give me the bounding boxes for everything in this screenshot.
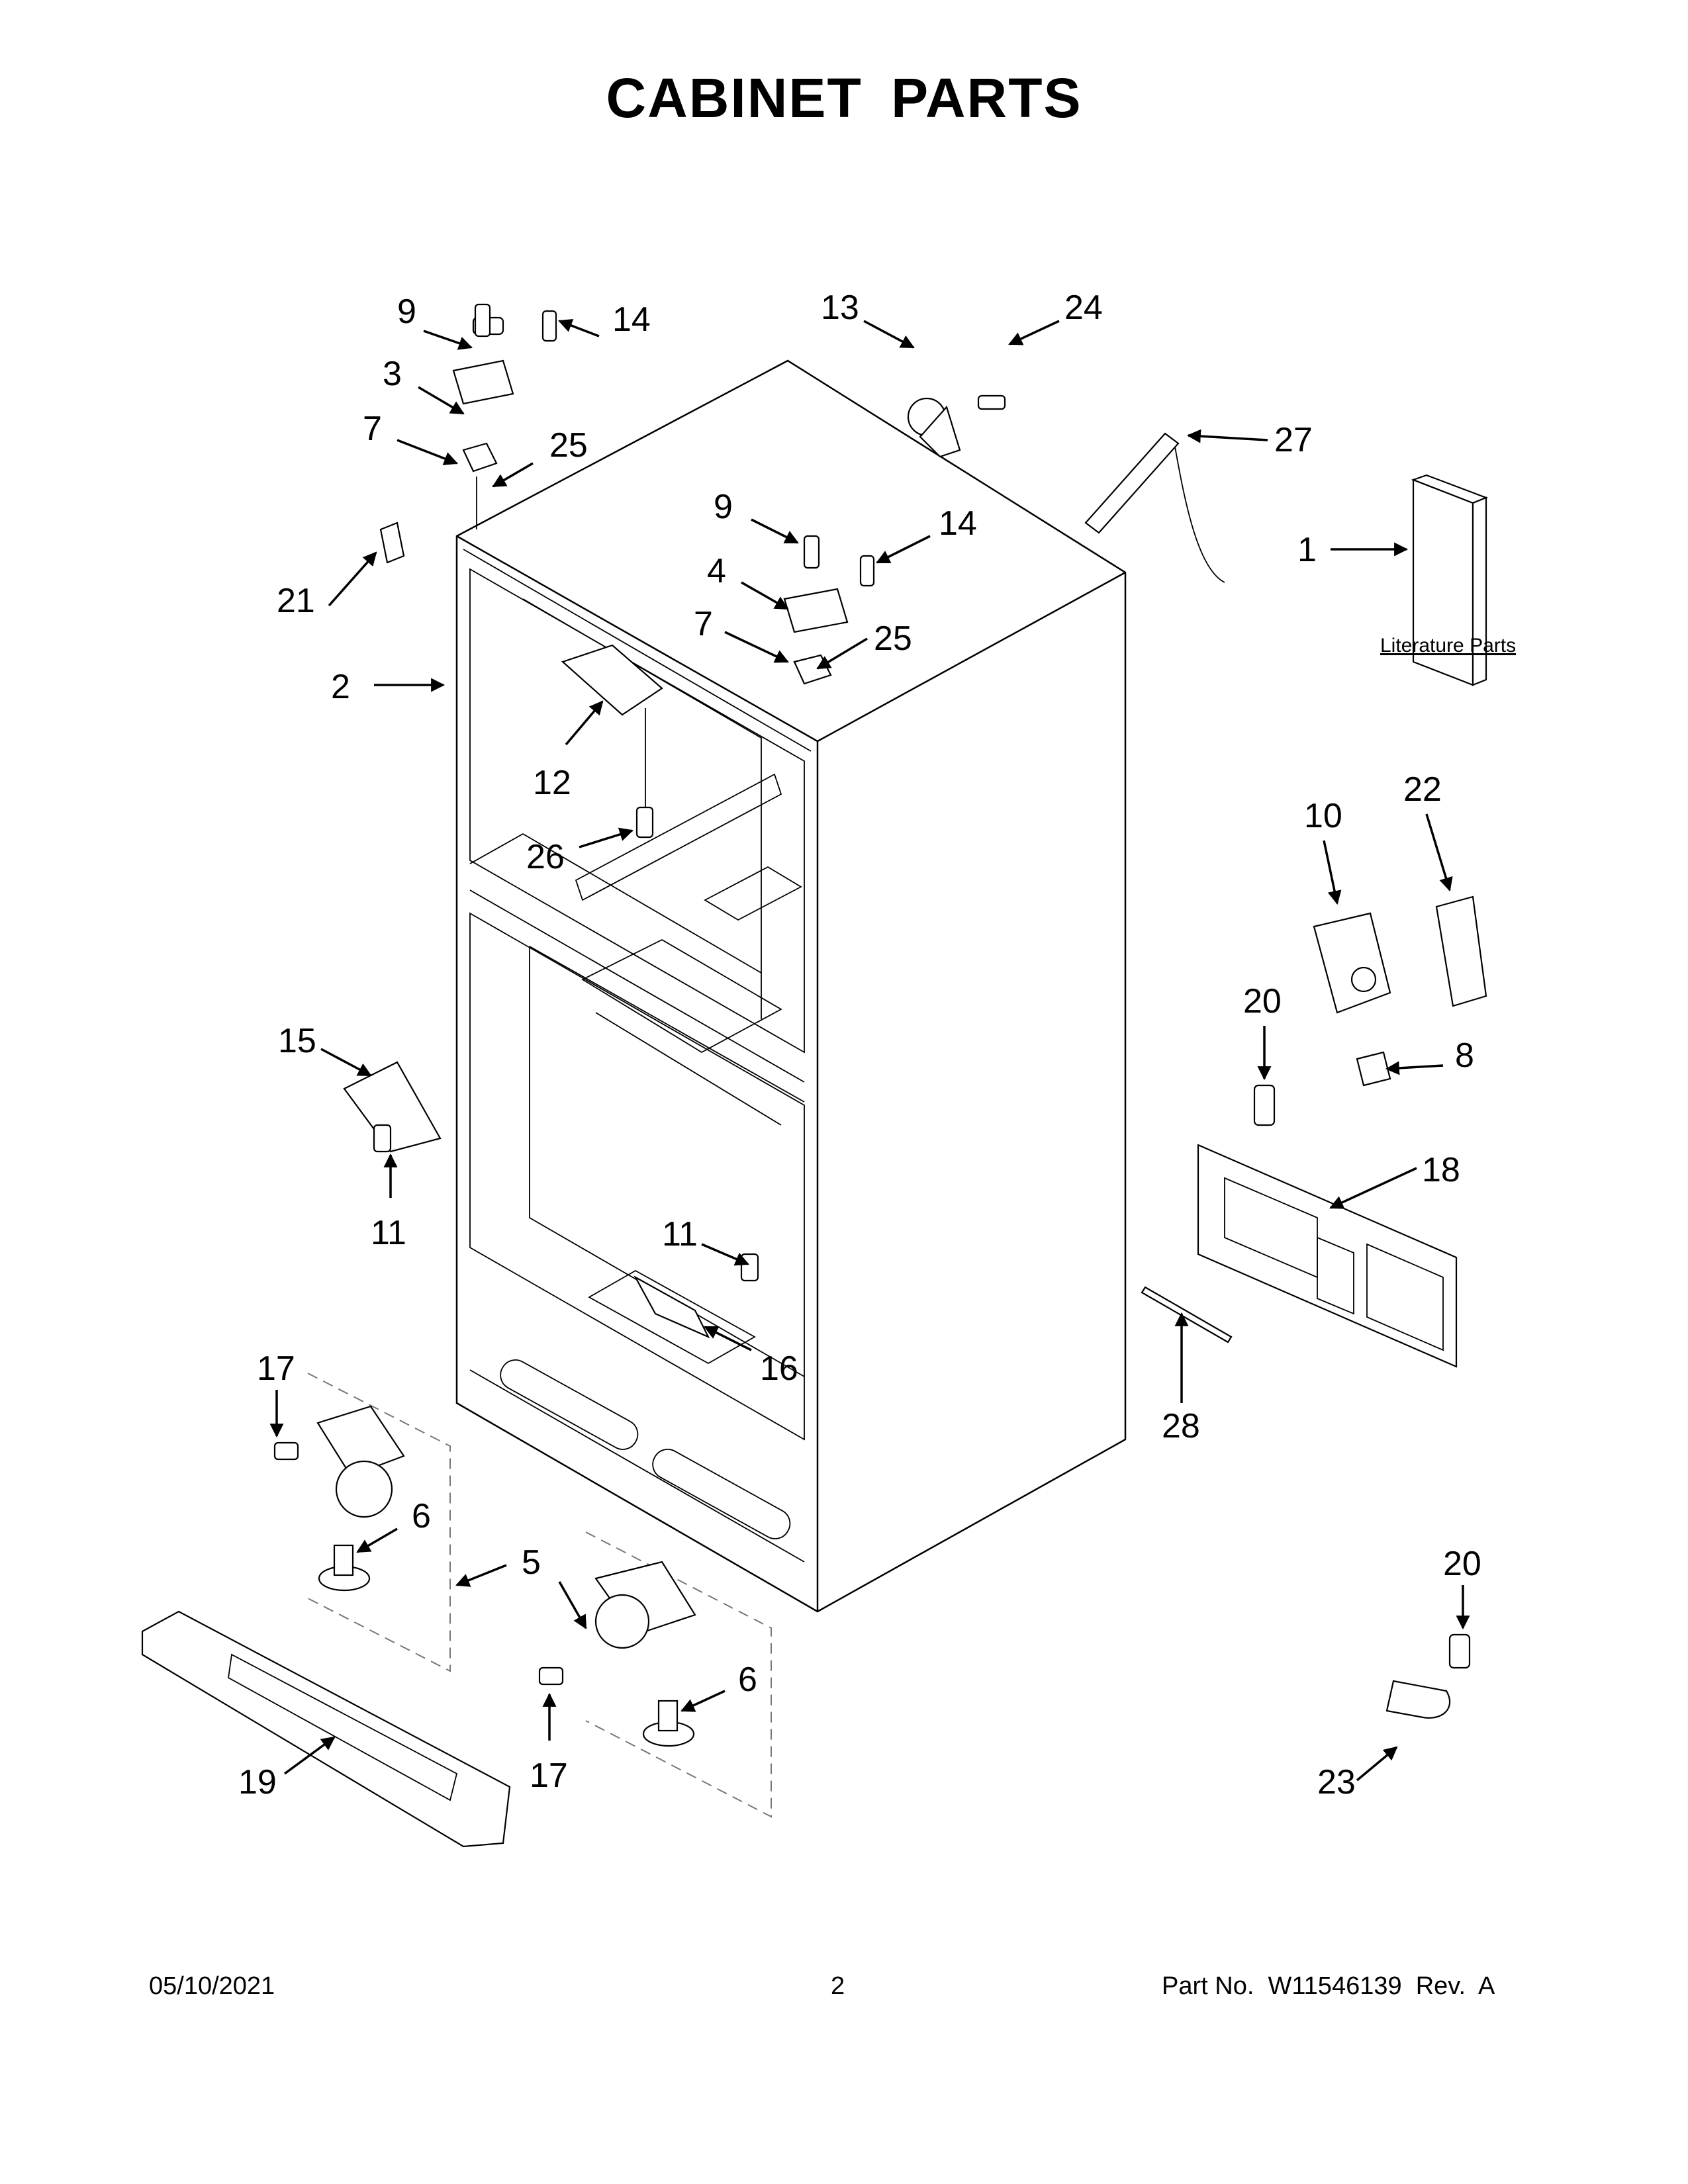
callout-17: 17 [530,1756,568,1795]
callout-10: 10 [1304,797,1342,835]
callout-9: 9 [714,488,733,526]
clip-8 [1356,1051,1391,1087]
callout-13: 13 [821,289,859,327]
base-grille-19 [141,1610,511,1848]
callout-6: 6 [412,1497,431,1535]
callout-20: 20 [1243,982,1282,1021]
callout-22: 22 [1403,770,1442,809]
callout-14: 14 [612,300,651,339]
hinge-bracket-15 [343,1061,442,1153]
screw-20a [1253,1084,1276,1126]
footer-page-number: 2 [831,1972,845,2000]
callout-19: 19 [238,1763,277,1801]
callout-25: 25 [874,619,912,658]
screw-14a [541,310,557,342]
clamp-23 [1385,1633,1471,1719]
callout-26: 26 [526,838,565,876]
callout-12: 12 [533,764,571,802]
callout-4: 4 [707,552,726,590]
callout-28: 28 [1162,1407,1200,1445]
callout-17: 17 [257,1349,295,1388]
callout-11: 11 [371,1214,406,1252]
page-title: CABINET PARTS [606,67,1082,129]
screw-9a [474,303,491,338]
back-panel-18 [1197,1144,1458,1368]
footer-date: 05/10/2021 [149,1972,275,2000]
callout-7: 7 [694,605,713,643]
callout-7: 7 [363,410,382,448]
literature-box [1411,474,1489,686]
callout-18: 18 [1422,1151,1460,1189]
callout-1: 1 [1297,531,1317,569]
callout-16: 16 [760,1349,798,1388]
callout-8: 8 [1455,1036,1474,1075]
callout-11: 11 [662,1215,698,1253]
roller-assembly-left [273,1373,451,1672]
pulley-13 [907,394,1006,458]
strip-28 [1141,1286,1233,1343]
callout-14: 14 [939,504,977,543]
hinge-bracket-16 [633,1253,759,1339]
callout-20: 20 [1443,1545,1481,1583]
callout-25: 25 [549,426,588,465]
door-stop-21 [379,522,405,564]
tube-27 [1084,432,1225,583]
callout-9: 9 [397,293,416,331]
bracket-12 [561,644,663,839]
callout-21: 21 [277,582,315,620]
hinge-left-top [452,316,514,529]
footer-part-number: Part No. W11546139 Rev. A [1162,1972,1495,2000]
cabinet-body [455,359,1127,1613]
callout-24: 24 [1064,289,1103,327]
hinge-center-top [783,535,875,685]
literature-parts-label: Literature Parts [1380,635,1516,657]
callout-23: 23 [1317,1763,1356,1801]
leader-arrows [269,318,1470,1782]
water-valve-10 [1313,912,1391,1014]
roller-assembly-right [538,1531,772,1818]
callout-15: 15 [278,1022,316,1060]
callout-2: 2 [331,668,350,706]
callout-6: 6 [738,1661,757,1699]
cover-22 [1435,895,1487,1007]
callout-3: 3 [383,355,402,393]
callout-27: 27 [1274,421,1313,459]
callout-5: 5 [522,1543,541,1582]
